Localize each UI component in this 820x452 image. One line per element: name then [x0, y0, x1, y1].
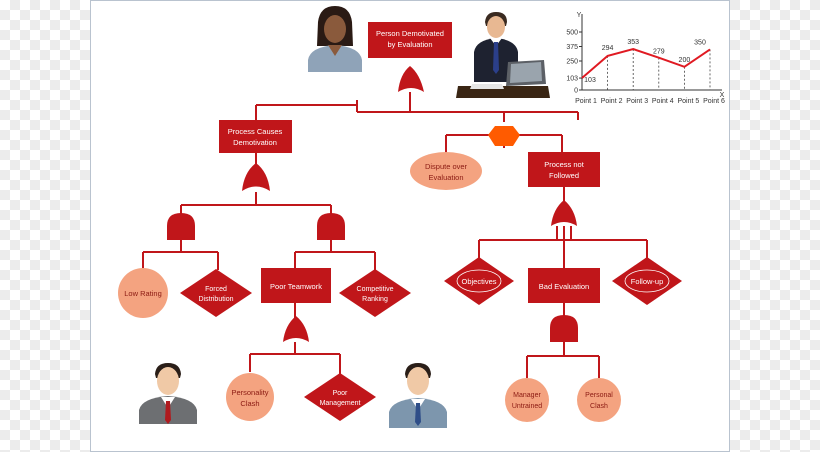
dispute-line2: Evaluation	[428, 173, 463, 182]
dispute-ellipse: Dispute over Evaluation	[410, 152, 482, 190]
manager-untrained-circle: Manager Untrained	[505, 378, 549, 422]
low-rating-label: Low Rating	[124, 289, 162, 298]
objectives-diamond: Objectives	[444, 257, 514, 305]
or-gate-top	[398, 66, 424, 92]
chart-data-label: 103	[584, 77, 596, 84]
and-gate-right	[317, 213, 345, 240]
forced-line1: Forced	[205, 286, 227, 293]
poor-management-line1: Poor	[333, 390, 348, 397]
chart-y-label: Y	[577, 12, 582, 19]
poor-management-line2: Management	[320, 400, 361, 407]
line-chart: Y X 0 103 250 375 500 103 294 353 279 200 350Point…	[566, 12, 725, 105]
personality-line1: Personality	[231, 388, 268, 397]
manager-untrained-line1: Manager	[513, 392, 541, 399]
and-gate-bad-eval	[550, 315, 578, 342]
follow-up-label: Follow-up	[631, 277, 664, 286]
process-causes-line2: Demotivation	[233, 138, 277, 147]
personality-line2: Clash	[240, 399, 259, 408]
chart-x-label: X	[720, 92, 725, 99]
poor-teamwork-box: Poor Teamwork	[261, 268, 331, 303]
chart-data-label: 294	[602, 45, 614, 52]
process-causes-line1: Process Causes	[228, 127, 283, 136]
competitive-line1: Competitive	[357, 286, 394, 293]
chart-data-label: 350	[694, 39, 706, 46]
chart-y-tick-label: 375	[566, 44, 578, 51]
chart-x-tick-label: Point 5	[678, 98, 700, 105]
or-gate-process	[551, 200, 577, 226]
personal-clash-line1: Personal	[585, 392, 613, 399]
personal-clash-circle: Personal Clash	[577, 378, 621, 422]
manager-untrained-line2: Untrained	[512, 403, 542, 410]
chart-x-tick-label: Point 3	[626, 98, 648, 105]
chart-x-tick-label: Point 1	[575, 98, 597, 105]
chart-y-tick-label: 250	[566, 59, 578, 66]
chart-data-label: 200	[679, 57, 691, 64]
process-causes-box: Process Causes Demotivation	[219, 120, 292, 153]
chart-x-tick-label: Point 4	[652, 98, 674, 105]
competitive-line2: Ranking	[362, 296, 388, 303]
low-rating-circle: Low Rating	[118, 268, 168, 318]
person-laptop-icon	[456, 12, 550, 98]
dispute-line1: Dispute over	[425, 162, 468, 171]
process-not-followed-line2: Followed	[549, 171, 579, 180]
top-event-line1: Person Demotivated	[376, 29, 444, 38]
competitive-ranking-diamond: Competitive Ranking	[339, 269, 411, 317]
logic-gates	[167, 66, 578, 342]
personality-clash-circle: Personality Clash	[226, 373, 274, 421]
chart-x-tick-label: Point 6	[703, 98, 725, 105]
top-event-line2: by Evaluation	[387, 40, 432, 49]
personal-clash-line2: Clash	[590, 403, 608, 410]
chart-y-tick-label: 500	[566, 30, 578, 37]
process-not-followed-box: Process not Followed	[528, 152, 600, 187]
chart-data-label: 353	[627, 39, 639, 46]
and-gate-left	[167, 213, 195, 240]
top-event-box: Person Demotivated by Evaluation	[368, 22, 452, 58]
person-male-icon	[139, 363, 197, 424]
follow-up-diamond: Follow-up	[612, 257, 682, 305]
forced-distribution-diamond: Forced Distribution	[180, 269, 252, 317]
person-female-icon	[308, 6, 362, 72]
chart-data-label: 279	[653, 49, 665, 56]
person-male-icon	[389, 363, 447, 428]
hexagon-event	[488, 126, 520, 146]
or-gate-left	[242, 163, 270, 191]
poor-teamwork-label: Poor Teamwork	[270, 282, 322, 291]
process-not-followed-line1: Process not	[544, 160, 585, 169]
chart-x-tick-label: Point 2	[601, 98, 623, 105]
or-gate-teamwork	[283, 316, 309, 342]
bad-evaluation-label: Bad Evaluation	[539, 282, 589, 291]
bad-evaluation-box: Bad Evaluation	[528, 268, 600, 303]
objectives-label: Objectives	[461, 277, 496, 286]
chart-y-tick-label: 103	[566, 76, 578, 83]
chart-series-line	[581, 48, 711, 79]
forced-line2: Distribution	[198, 296, 233, 303]
chart-y-tick-label: 0	[574, 88, 578, 95]
poor-management-diamond: Poor Management	[304, 373, 376, 421]
